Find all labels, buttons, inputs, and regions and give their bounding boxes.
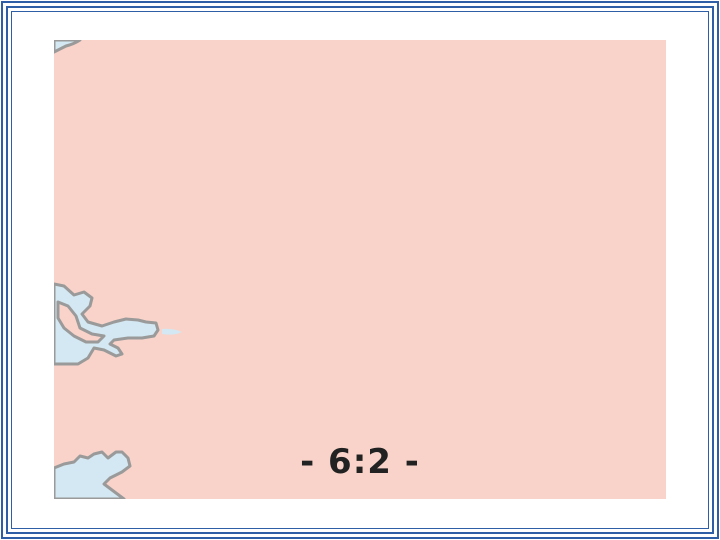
map-svg: [54, 40, 666, 499]
land-area: [54, 40, 666, 499]
water-inlet: [54, 282, 160, 366]
page-number: - 6:2 -: [300, 442, 420, 482]
middle-border: [6, 6, 714, 534]
water-channel: [162, 328, 182, 335]
inner-border: [11, 11, 709, 529]
water-bottom-left: [54, 450, 132, 499]
water-top-left: [54, 40, 82, 54]
inlet-island: [56, 300, 106, 344]
map-panel: [54, 40, 666, 499]
